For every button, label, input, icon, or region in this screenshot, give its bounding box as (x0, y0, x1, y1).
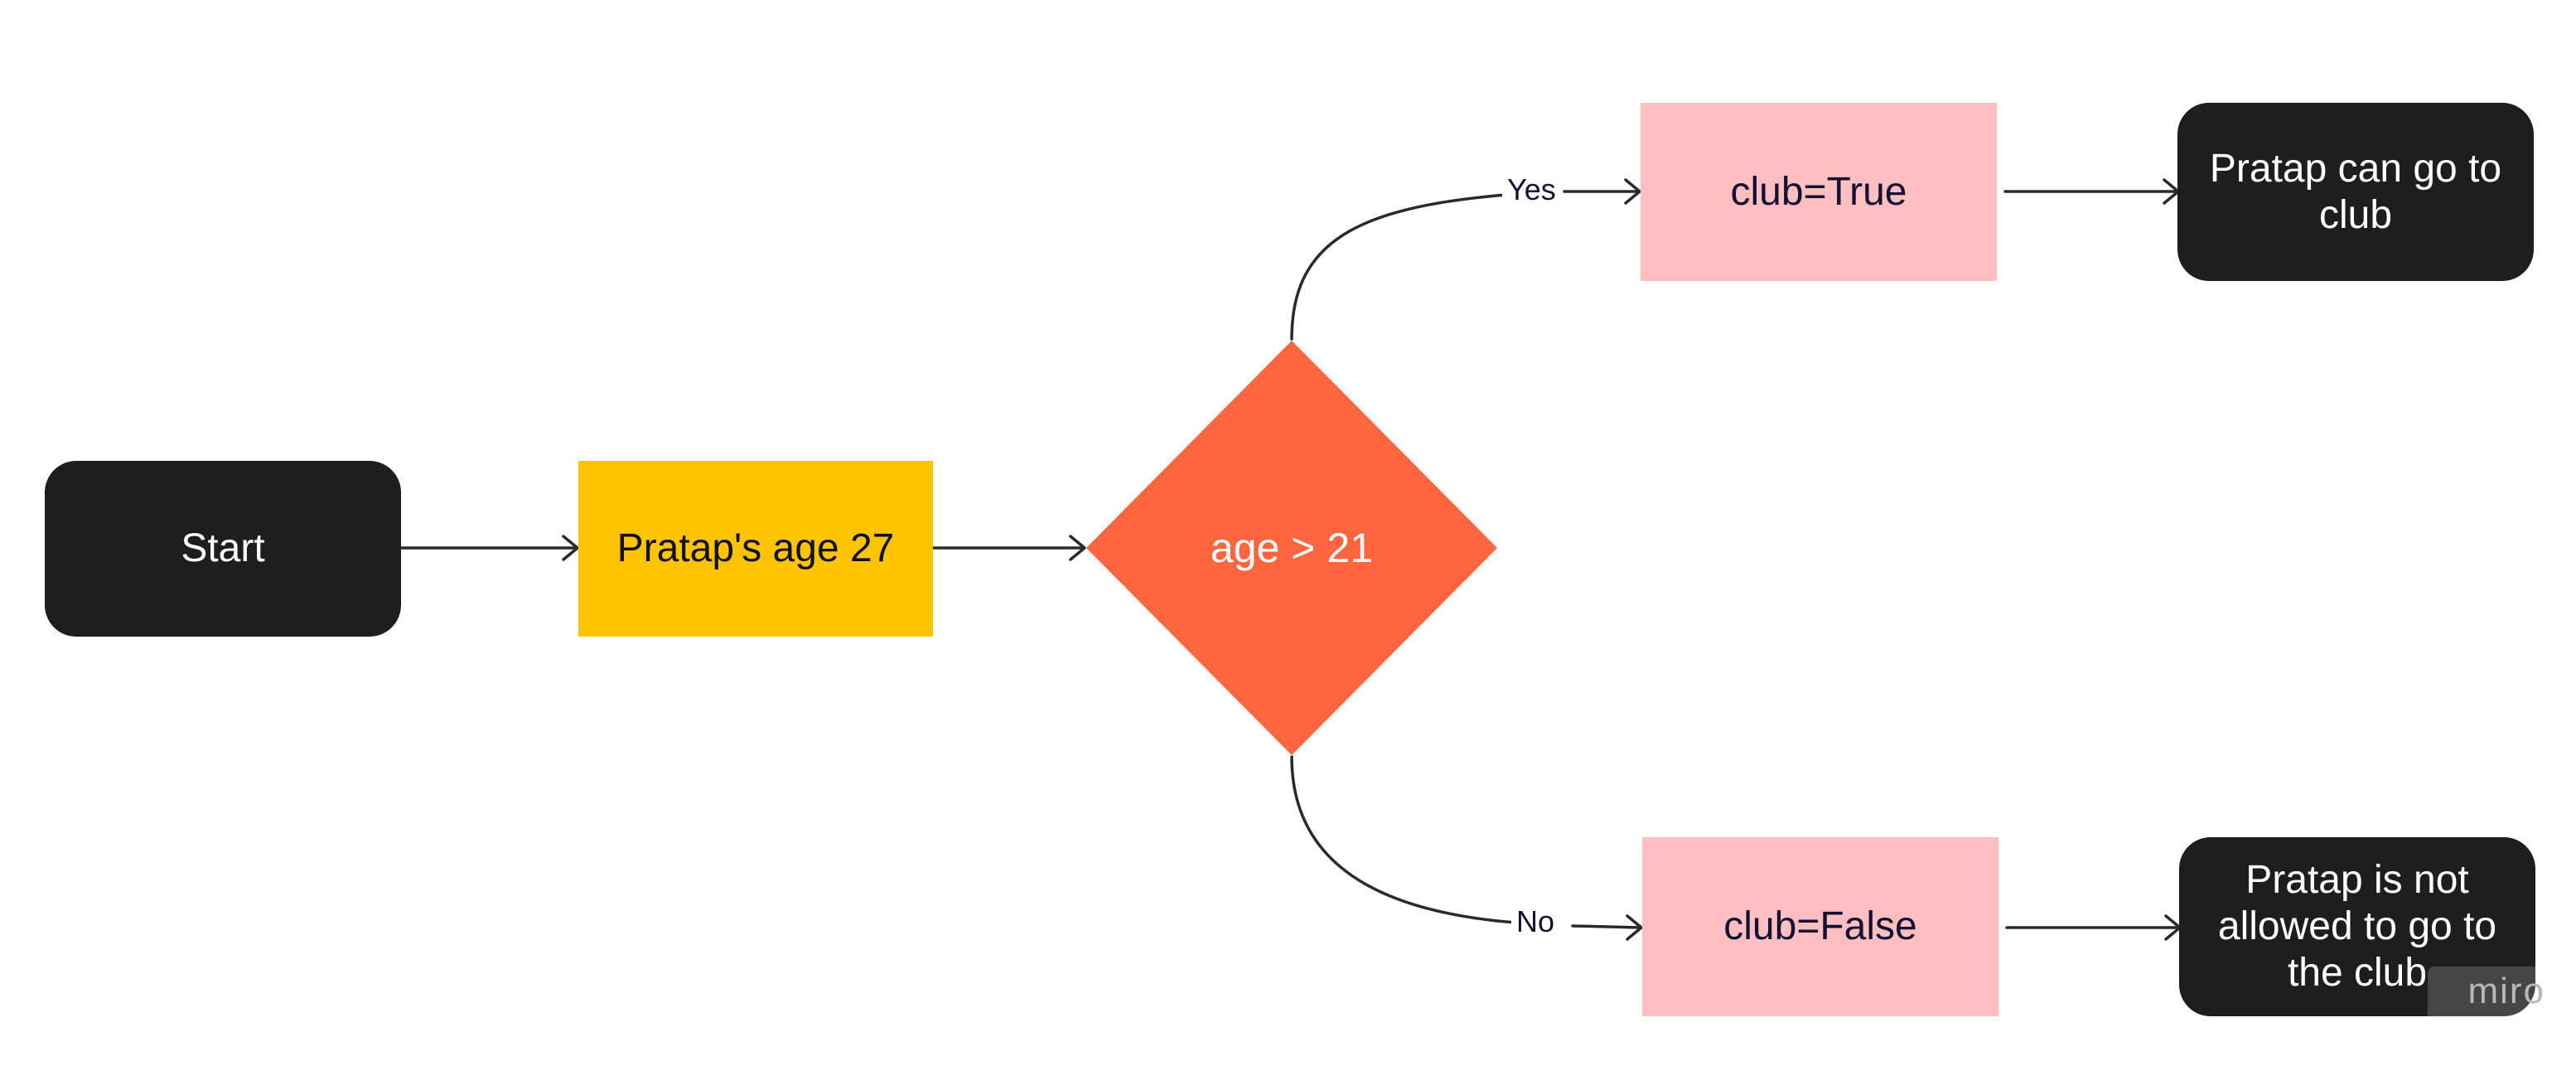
not-allowed-result-node[interactable]: Pratap is not allowed to go to the club (2179, 837, 2535, 1016)
club-true-label: club=True (1730, 169, 1907, 214)
edge-decision-to-no (1290, 755, 1518, 924)
yes-edge-label: Yes (1502, 173, 1561, 206)
can-go-result-label: Pratap can go to club (2209, 146, 2502, 237)
no-edge-label: No (1511, 905, 1560, 938)
start-node-label: Start (181, 526, 265, 570)
arrowhead-decision-to-no (1626, 914, 1643, 941)
input-age-label: Pratap's age 27 (616, 526, 895, 570)
age-decision-node[interactable]: age > 21 (1086, 341, 1497, 755)
not-allowed-result-label: Pratap is not allowed to go to the club (2217, 858, 2497, 995)
miro-watermark: miro (2428, 967, 2545, 1016)
arrowhead-decision-to-yes (1624, 178, 1641, 205)
arrowhead-start-to-input (562, 535, 579, 561)
edge-decision-to-yes (1290, 193, 1508, 341)
input-age-node[interactable]: Pratap's age 27 (578, 461, 933, 637)
start-node[interactable]: Start (45, 461, 401, 637)
can-go-result-node[interactable]: Pratap can go to club (2177, 103, 2534, 281)
club-false-node[interactable]: club=False (1642, 837, 1998, 1016)
decision-diamond-shape (1086, 341, 1497, 755)
club-false-label: club=False (1723, 904, 1917, 948)
decision-label: age > 21 (1210, 525, 1374, 571)
club-true-node[interactable]: club=True (1641, 103, 1997, 281)
arrowhead-input-to-decision (1069, 535, 1086, 561)
edge-no-tail (1571, 924, 1642, 929)
